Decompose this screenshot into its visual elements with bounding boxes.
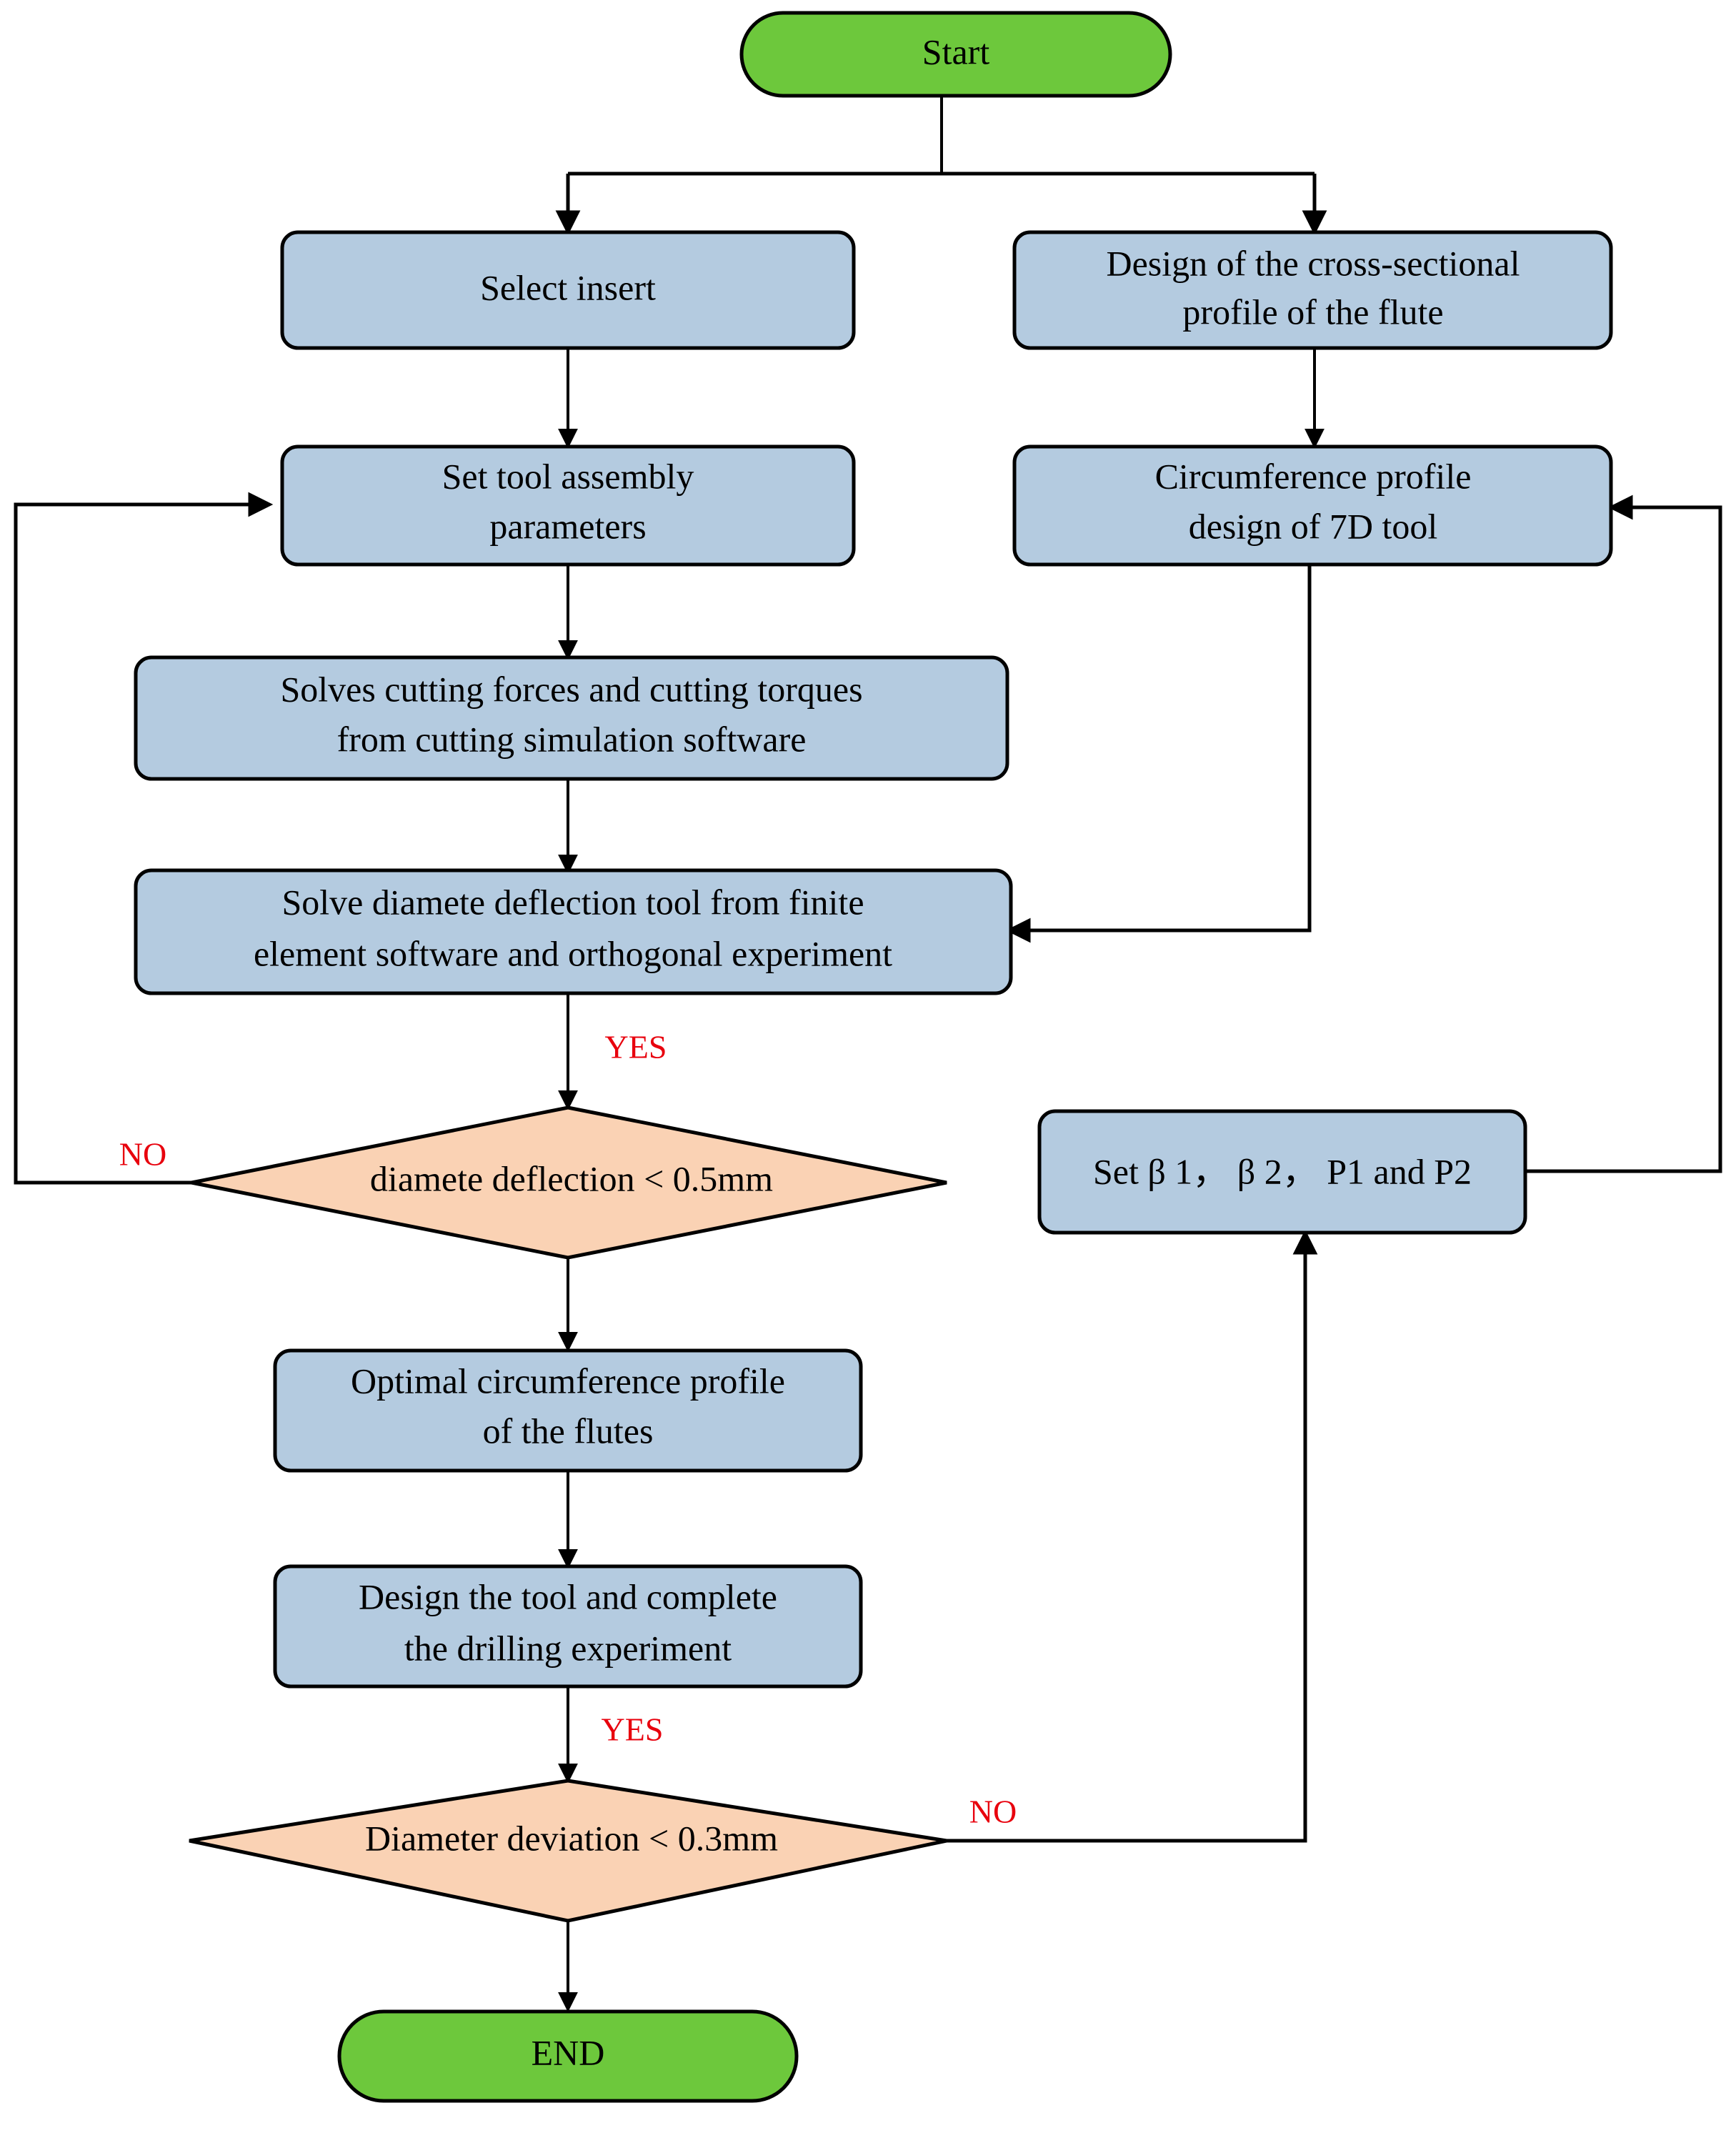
node-cutting-forces-line2: from cutting simulation software (337, 719, 807, 759)
node-decision-deflection[interactable]: diamete deflection < 0.5mm (191, 1105, 947, 1260)
node-decision-diameter[interactable]: Diameter deviation < 0.3mm (189, 1779, 947, 1923)
edge-label-no-diameter: NO (969, 1794, 1017, 1830)
edge-set-beta-to-circumference (1523, 494, 1722, 1173)
node-circumference-7d[interactable]: Circumference profile design of 7D tool (1012, 444, 1613, 567)
node-cross-section[interactable]: Design of the cross-sectional profile of… (1012, 230, 1613, 350)
node-tool-assembly-line1: Set tool assembly (442, 456, 694, 496)
node-decision-deflection-label: diamete deflection < 0.5mm (370, 1158, 773, 1198)
edge-decision-diameter-no-loop (944, 1229, 1318, 1843)
node-cutting-forces[interactable]: Solves cutting forces and cutting torque… (134, 655, 1009, 781)
node-end-label: END (532, 2032, 605, 2072)
edge-label-yes-diameter: YES (602, 1711, 664, 1748)
node-optimal-profile[interactable]: Optimal circumference profile of the flu… (273, 1348, 863, 1473)
node-set-beta-label: Set β 1， β 2， P1 and P2 (1093, 1151, 1472, 1191)
node-design-drilling-line2: the drilling experiment (404, 1628, 732, 1668)
node-cross-section-line2: profile of the flute (1182, 292, 1443, 332)
node-optimal-profile-line2: of the flutes (483, 1411, 654, 1451)
edge-circumference-to-deflection-solve (1005, 565, 1312, 943)
node-tool-assembly-line2: parameters (489, 506, 646, 546)
node-circumference-7d-line1: Circumference profile (1155, 456, 1472, 496)
node-optimal-profile-line1: Optimal circumference profile (351, 1361, 785, 1401)
node-design-drilling[interactable]: Design the tool and complete the drillin… (273, 1564, 863, 1689)
node-cutting-forces-line1: Solves cutting forces and cutting torque… (280, 669, 862, 709)
node-start[interactable]: Start (739, 11, 1172, 98)
node-design-drilling-line1: Design the tool and complete (359, 1576, 777, 1616)
node-tool-assembly[interactable]: Set tool assembly parameters (280, 444, 856, 567)
connectors (14, 95, 1722, 2012)
node-start-label: Start (922, 31, 990, 71)
edge-labels: YES NO YES NO (119, 1029, 1017, 1830)
node-deflection-solve-line2: element software and orthogonal experime… (254, 933, 892, 973)
node-select-insert-label: Select insert (480, 267, 656, 307)
edge-label-yes-deflection: YES (605, 1029, 667, 1065)
node-decision-diameter-label: Diameter deviation < 0.3mm (365, 1818, 778, 1858)
node-cross-section-line1: Design of the cross-sectional (1106, 243, 1520, 283)
node-deflection-solve[interactable]: Solve diamete deflection tool from finit… (134, 868, 1013, 995)
node-circumference-7d-line2: design of 7D tool (1189, 506, 1438, 546)
node-select-insert[interactable]: Select insert (280, 230, 856, 350)
node-end[interactable]: END (337, 2009, 799, 2103)
edge-label-no-deflection: NO (119, 1136, 166, 1173)
edge-decision-deflection-no-loop (14, 492, 274, 1185)
node-set-beta[interactable]: Set β 1， β 2， P1 and P2 (1037, 1109, 1527, 1235)
node-deflection-solve-line1: Solve diamete deflection tool from finit… (281, 882, 864, 922)
